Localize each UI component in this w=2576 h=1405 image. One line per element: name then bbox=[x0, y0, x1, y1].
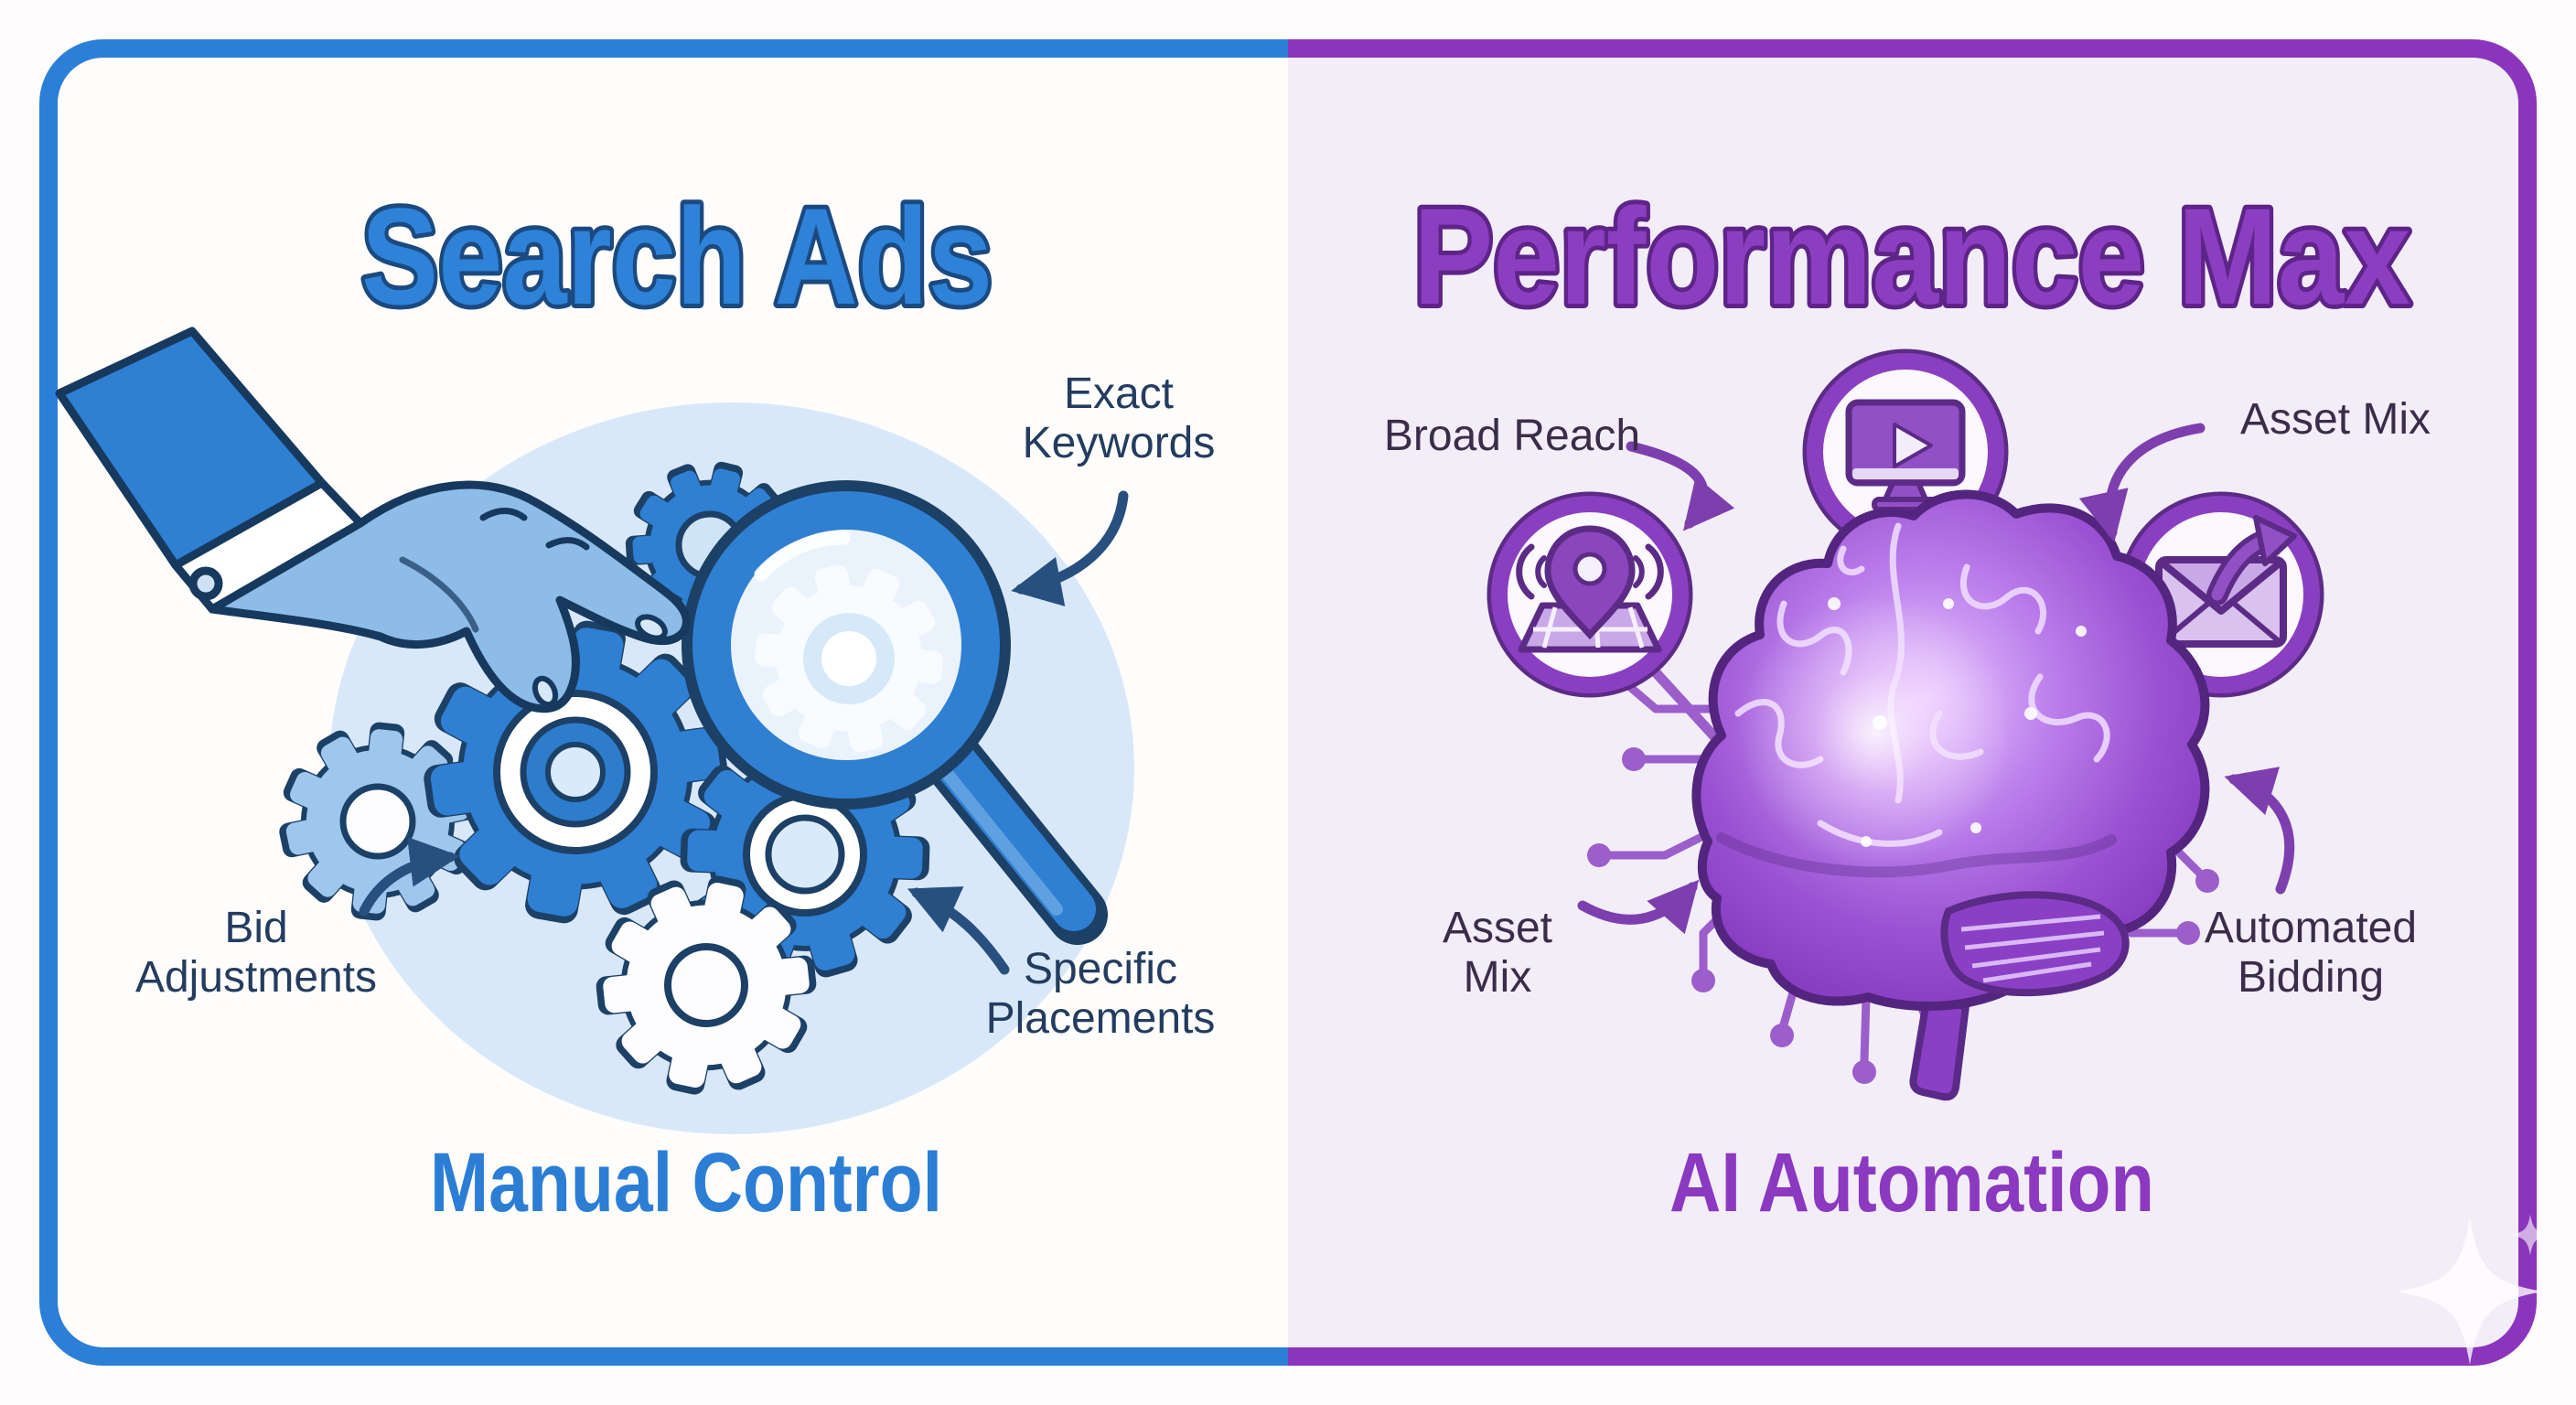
asset-mix-bottom-arrow bbox=[1577, 879, 1700, 935]
automated-bidding-label: Automated Bidding bbox=[2082, 904, 2539, 1003]
specific-placements-arrow bbox=[907, 886, 1010, 975]
frame-border-right bbox=[1288, 39, 2537, 1366]
specific-placements-line2: Placements bbox=[985, 994, 1216, 1043]
specific-placements-label: Specific Placements bbox=[872, 945, 1329, 1044]
asset-mix-top-line1: Asset Mix bbox=[2239, 395, 2431, 444]
gear-white-bottom-icon bbox=[575, 854, 837, 1116]
broad-reach-arrow bbox=[1626, 441, 1735, 531]
exact-keywords-line1: Exact bbox=[1063, 370, 1175, 418]
ai-brain-illustration bbox=[1487, 349, 2324, 1101]
automated-bidding-arrow bbox=[2224, 767, 2295, 895]
hand-icon bbox=[55, 327, 691, 713]
brain-circuit-dots bbox=[1828, 597, 2087, 847]
manual-gears-illustration bbox=[55, 327, 1134, 1134]
location-signal-icon bbox=[1487, 491, 1693, 698]
gear-right-icon bbox=[644, 694, 966, 1014]
automated-bidding-line2: Bidding bbox=[2237, 953, 2385, 1002]
right-title-text: Performance Max bbox=[1413, 179, 2410, 333]
bid-adjustments-arrow bbox=[359, 836, 460, 917]
right-title: Performance Max bbox=[1409, 175, 2415, 338]
magnifier-gear-icon bbox=[682, 480, 1108, 945]
bid-adjustments-line1: Bid bbox=[224, 904, 288, 952]
specific-placements-line1: Specific bbox=[1023, 945, 1178, 993]
gear-central-icon bbox=[399, 596, 752, 948]
sparkle-watermark-icon bbox=[2397, 1214, 2551, 1365]
bid-adjustments-label: Bid Adjustments bbox=[27, 904, 485, 1003]
asset-mix-bottom-line2: Mix bbox=[1463, 953, 1532, 1002]
frame-border-left bbox=[39, 39, 1288, 1366]
left-caption: Manual Control bbox=[430, 1136, 942, 1229]
exact-keywords-label: Exact Keywords bbox=[936, 370, 1302, 468]
left-caption-text: Manual Control bbox=[430, 1136, 942, 1229]
asset-mix-top-label: Asset Mix bbox=[2152, 395, 2518, 445]
broad-reach-line1: Broad Reach bbox=[1383, 412, 1641, 460]
asset-mix-bottom-line1: Asset bbox=[1442, 904, 1553, 952]
right-caption: AI Automation bbox=[1669, 1136, 2154, 1229]
ai-brain-icon bbox=[1691, 489, 2210, 1101]
bid-adjustments-line2: Adjustments bbox=[134, 953, 378, 1002]
exact-keywords-line2: Keywords bbox=[1022, 419, 1216, 467]
right-caption-text: AI Automation bbox=[1669, 1136, 2154, 1229]
asset-mix-top-arrow bbox=[2078, 423, 2206, 542]
left-title: Search Ads bbox=[357, 175, 997, 338]
broad-reach-label: Broad Reach bbox=[1329, 412, 1695, 461]
asset-mix-bottom-label: Asset Mix bbox=[1315, 904, 1680, 1003]
automated-bidding-line1: Automated bbox=[2204, 904, 2418, 952]
left-title-text: Search Ads bbox=[361, 179, 993, 333]
gear-light-left-icon bbox=[268, 713, 488, 930]
exact-keywords-arrow bbox=[1011, 490, 1129, 606]
